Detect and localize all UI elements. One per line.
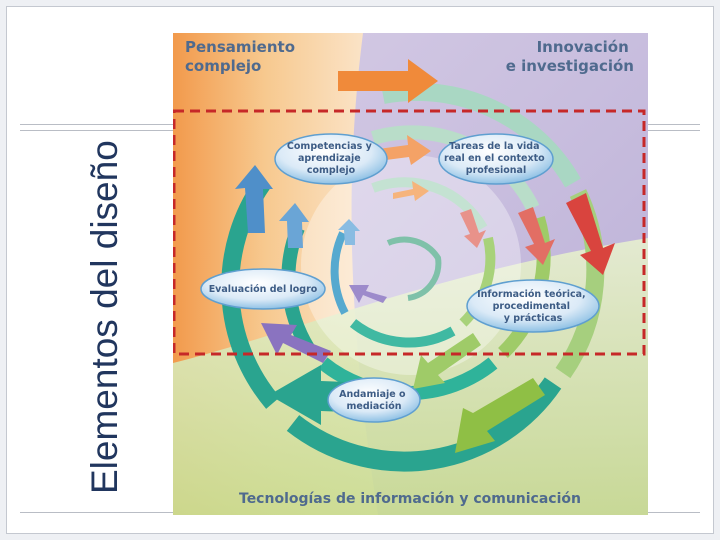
bubble-competencias: Competencias y aprendizaje complejo <box>275 134 387 184</box>
bubble-andamiaje: Andamiaje o mediación <box>328 378 420 422</box>
bubble-andamiaje-text: Andamiaje o mediación <box>339 389 409 412</box>
bubble-informacion: Información teórica, procedimental y prá… <box>467 280 599 332</box>
spiral-diagram: Pensamiento complejo Innovación e invest… <box>173 33 648 515</box>
slide-title: Elementos del diseño <box>80 24 130 494</box>
diagram-svg: Pensamiento complejo Innovación e invest… <box>173 33 648 515</box>
bubble-tareas: Tareas de la vida real en el contexto pr… <box>439 134 553 184</box>
label-tecnologias: Tecnologías de información y comunicació… <box>239 491 581 507</box>
bubble-evaluacion-text: Evaluación del logro <box>209 284 318 295</box>
bubble-evaluacion: Evaluación del logro <box>201 269 325 309</box>
